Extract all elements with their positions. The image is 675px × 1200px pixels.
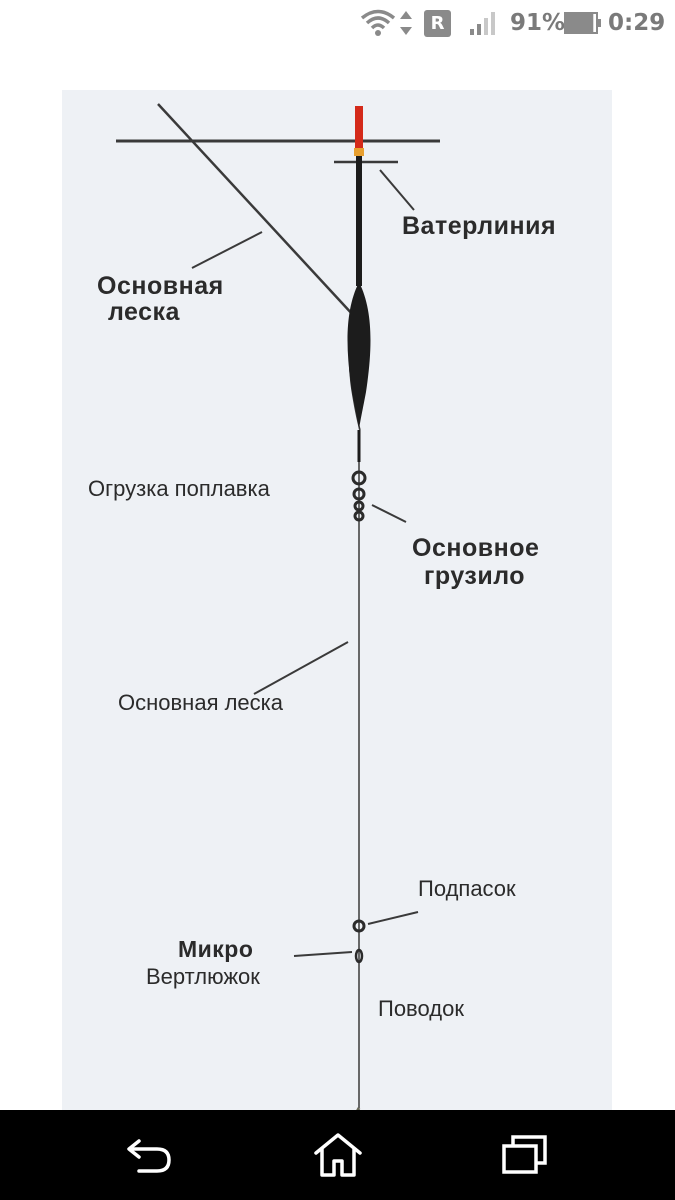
sub-sinker-pointer (367, 911, 419, 925)
recent-apps-icon (502, 1135, 547, 1174)
micro-swivel-label-2: Вертлюжок (146, 964, 260, 989)
clock: 0:29 (608, 10, 666, 36)
status-bar: R 91% 0:29 (0, 0, 675, 46)
float-weight-label: Огрузка поплавка (88, 476, 270, 501)
leader-label: Поводок (378, 996, 464, 1021)
micro-swivel-label-1: Микро (178, 936, 254, 962)
float-rig-diagram[interactable]: Ватерлиния Основная леска Огрузка поплав… (62, 90, 612, 1148)
back-icon (127, 1139, 171, 1173)
waterline-pointer (379, 169, 415, 211)
float-tip (355, 106, 363, 150)
float-antenna (356, 156, 362, 286)
navigation-bar (0, 1110, 675, 1200)
float-collar (354, 148, 364, 156)
battery-percent: 91% (510, 10, 566, 36)
signal-bars-icon (468, 0, 500, 46)
main-line-mid-label: Основная леска (118, 690, 284, 715)
roaming-badge: R (424, 0, 451, 46)
back-button[interactable] (100, 1110, 200, 1200)
battery-icon (563, 0, 603, 46)
home-icon (314, 1133, 362, 1177)
image-viewer[interactable]: Ватерлиния Основная леска Огрузка поплав… (0, 46, 675, 1148)
wifi-icon (360, 0, 396, 46)
main-line-top-label-1: Основная (97, 272, 224, 300)
float-weight-3 (353, 500, 365, 512)
sub-sinker-label: Подпасок (418, 876, 516, 901)
home-button[interactable] (288, 1110, 388, 1200)
main-sinker-label-1: Основное (412, 534, 540, 562)
recent-apps-button[interactable] (475, 1110, 575, 1200)
main-line-top-pointer (191, 231, 263, 269)
data-transfer-icon (398, 0, 414, 46)
waterline-label: Ватерлиния (402, 212, 557, 240)
float-body (347, 282, 371, 430)
float-weight-1 (351, 470, 367, 486)
float-weight-2 (352, 487, 366, 501)
float-weight-4 (353, 510, 365, 522)
main-sinker-label-2: грузило (424, 562, 526, 590)
main-line-top-label-2: леска (108, 298, 180, 326)
micro-swivel-pointer (293, 951, 353, 957)
micro-swivel (354, 948, 364, 964)
main-sinker-pointer (371, 504, 407, 523)
main-line-mid-pointer (253, 641, 349, 695)
rig-drawing (116, 103, 532, 1136)
main-line-diagonal (157, 103, 355, 317)
sub-sinker-shot (352, 919, 366, 933)
